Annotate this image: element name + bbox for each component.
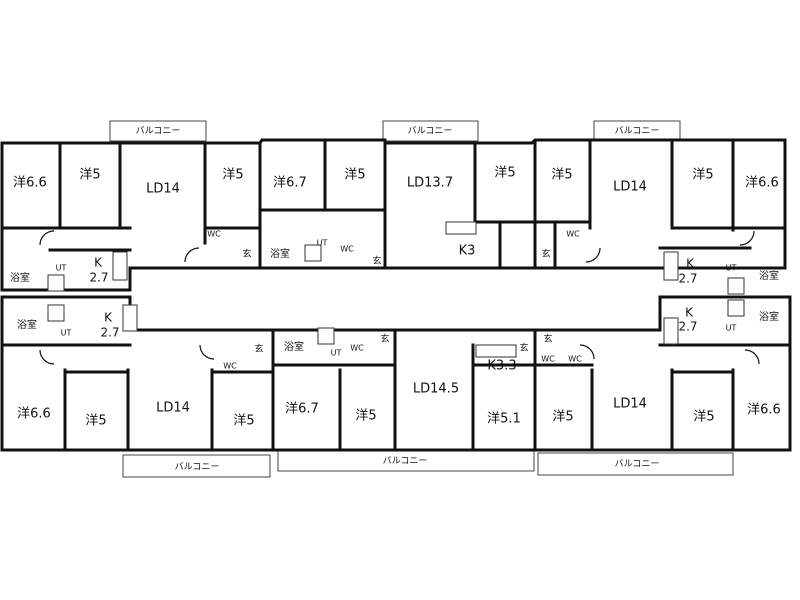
balcony-label: バルコニー (136, 126, 181, 137)
ut-label: UT (61, 329, 72, 338)
room-label: 洋6.7 (285, 402, 319, 417)
room-label: 洋5 (233, 414, 254, 429)
washer-pan (47, 304, 65, 322)
wc-label: WC (568, 355, 582, 364)
washer-pan (317, 327, 335, 345)
kitchen-label: K3 (459, 244, 476, 259)
room-label: 洋6.6 (13, 176, 47, 191)
room-label: 洋5 (494, 166, 515, 181)
utility-labels: WC 玄 浴室 UT WC 玄 K3 WC 玄 浴室 UT K 2.7 浴室 U… (10, 230, 779, 374)
room-label: 洋5 (692, 168, 713, 183)
room-label: 洋6.6 (17, 407, 51, 422)
door-swing (579, 344, 595, 360)
door-swing (739, 230, 755, 246)
washer-pan (304, 244, 322, 262)
balcony-bottom-1 (122, 454, 271, 478)
balcony-labels: バルコニー バルコニー バルコニー バルコニー バルコニー バルコニー (136, 126, 660, 473)
washer-pan (727, 299, 745, 317)
balcony-top-1 (109, 120, 207, 142)
balcony-top-2 (382, 120, 479, 142)
kitchen-counter (663, 251, 679, 281)
wc-label: WC (566, 230, 580, 239)
balcony-bottom-3 (537, 452, 734, 476)
room-label: 洋5 (552, 410, 573, 425)
door-swing (585, 247, 601, 263)
door-swing (184, 247, 200, 263)
ut-label: UT (331, 349, 342, 358)
bath-label: 浴室 (759, 269, 779, 282)
ut-label: UT (726, 264, 737, 273)
kitchen-counter (445, 221, 477, 235)
room-label: 洋5 (344, 168, 365, 183)
room-label: 洋5 (85, 414, 106, 429)
room-label: 洋5 (693, 410, 714, 425)
wc-label: WC (207, 230, 221, 239)
kitchen-size: 2.7 (89, 271, 108, 285)
entrance-label: 玄 (541, 248, 550, 260)
entrance-label: 玄 (254, 343, 263, 355)
ut-label: UT (317, 239, 328, 248)
entrance-label: 玄 (519, 342, 528, 354)
kitchen-label: K (685, 306, 694, 320)
room-label: LD14 (613, 397, 647, 412)
fixtures (39, 221, 760, 365)
balcony-label: バルコニー (615, 126, 660, 137)
washer-pan (727, 277, 745, 295)
kitchen-size: 2.7 (678, 320, 697, 334)
entrance-label: 玄 (372, 255, 381, 267)
kitchen-counter (112, 251, 128, 281)
kitchen-label: K (686, 257, 695, 271)
room-label: LD14 (146, 182, 180, 197)
kitchen-label: K (94, 256, 103, 270)
walls (0, 138, 792, 452)
bath-label: 浴室 (10, 271, 30, 284)
room-label: 洋5 (355, 409, 376, 424)
door-swing (39, 230, 55, 246)
kitchen-size: 2.7 (100, 326, 119, 340)
room-label: LD14.5 (413, 382, 459, 397)
kitchen-size: 2.7 (678, 272, 697, 286)
balcony-label: バルコニー (408, 126, 453, 137)
wc-label: WC (223, 362, 237, 371)
door-swing (199, 344, 215, 360)
wc-label: WC (541, 355, 555, 364)
kitchen-counter (122, 304, 138, 332)
bath-label: 浴室 (284, 340, 304, 353)
room-label: LD14 (613, 180, 647, 195)
room-label: 洋6.7 (273, 176, 307, 191)
bath-label: 浴室 (759, 310, 779, 323)
ut-label: UT (726, 324, 737, 333)
kitchen-counter (475, 344, 517, 358)
entrance-label: 玄 (380, 333, 389, 345)
room-labels: 洋6.6 洋5 LD14 洋5 洋6.7 洋5 LD13.7 洋5 洋5 LD1… (13, 166, 781, 429)
room-label: 洋6.6 (747, 403, 781, 418)
entrance-label: 玄 (543, 333, 552, 345)
balconies (109, 120, 734, 478)
kitchen-counter (663, 317, 679, 345)
entrance-label: 玄 (242, 248, 251, 260)
door-swing (39, 349, 55, 365)
kitchen-label: K (104, 311, 113, 325)
wc-label: WC (340, 245, 354, 254)
room-label: LD13.7 (407, 176, 453, 191)
balcony-label: バルコニー (615, 459, 660, 470)
balcony-label: バルコニー (175, 462, 220, 473)
kitchen-label: K3.3 (487, 359, 516, 374)
room-label: LD14 (156, 401, 190, 416)
ut-label: UT (56, 264, 67, 273)
wc-label: WC (350, 344, 364, 353)
bath-label: 浴室 (270, 247, 290, 260)
door-swing (744, 349, 760, 365)
room-label: 洋6.6 (745, 176, 779, 191)
room-label: 洋5 (222, 168, 243, 183)
bath-label: 浴室 (17, 318, 37, 331)
balcony-label: バルコニー (383, 456, 428, 467)
washer-pan (47, 274, 65, 292)
room-label: 洋5 (551, 168, 572, 183)
room-label: 洋5.1 (487, 412, 521, 427)
room-label: 洋5 (79, 168, 100, 183)
